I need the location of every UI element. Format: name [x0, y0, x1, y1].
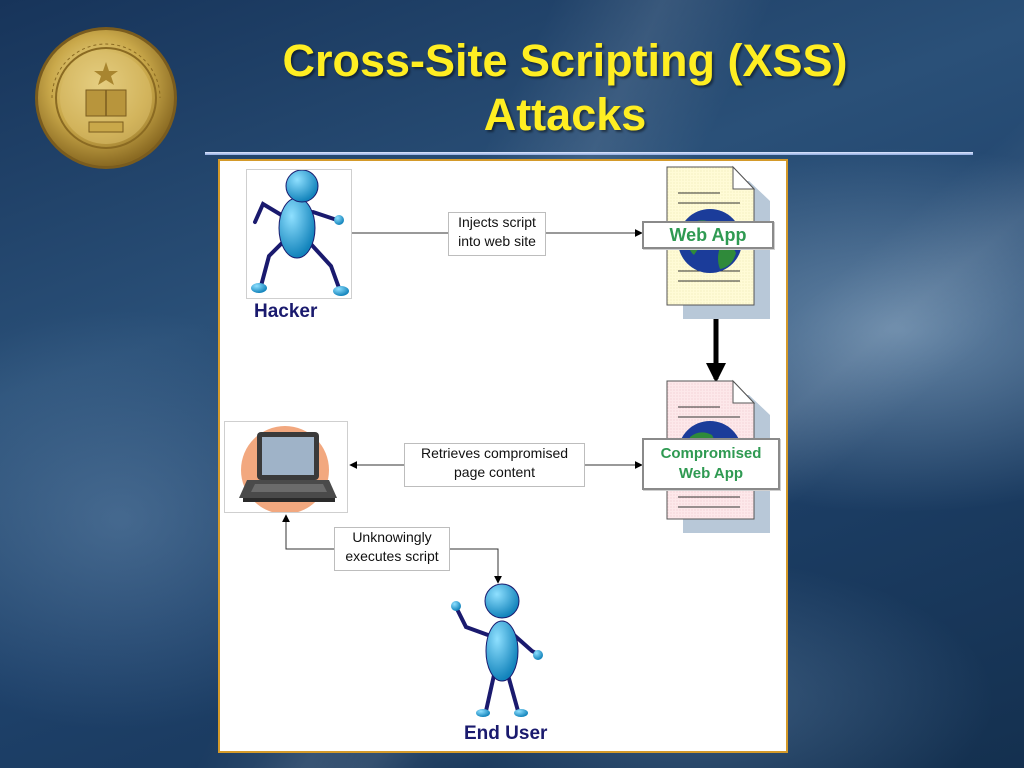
retrieve-note-line-1: Retrieves compromised	[420, 445, 569, 461]
inject-note-line-1: Injects script	[458, 214, 536, 230]
university-seal-icon	[35, 27, 177, 169]
execute-arrow-up	[282, 514, 334, 550]
inject-note-line-2: into web site	[458, 233, 536, 249]
laptop-frame	[224, 421, 348, 514]
hacker-label: Hacker	[254, 301, 318, 322]
retrieve-note-line-2: page content	[454, 464, 535, 480]
execute-arrow-down	[448, 548, 502, 584]
execute-note-line-1: Unknowingly	[352, 529, 432, 545]
inject-note: Injects script into web site	[448, 212, 546, 256]
compromised-web-app-tag: Compromised Web App	[642, 438, 780, 490]
execute-note: Unknowingly executes script	[334, 527, 450, 571]
web-app-tag: Web App	[642, 221, 774, 249]
execute-note-line-2: executes script	[345, 548, 439, 564]
person-icon	[451, 583, 543, 717]
title-line-1: Cross-Site Scripting (XSS)	[282, 35, 848, 86]
end-user-label: End User	[464, 723, 548, 744]
person-icon	[251, 169, 349, 296]
hacker-frame	[246, 169, 352, 299]
web-app-label: Web App	[669, 225, 747, 245]
title-divider	[205, 152, 973, 155]
diagram-panel: Hacker Injects script into web site Web …	[218, 159, 788, 753]
compromised-label-line-2: Web App	[678, 465, 744, 482]
compromised-label-line-1: Compromised	[660, 445, 762, 462]
retrieve-note: Retrieves compromised page content	[404, 443, 585, 487]
title-line-2: Attacks	[483, 89, 647, 140]
laptop-icon	[239, 426, 337, 514]
slide-title: Cross-Site Scripting (XSS) Attacks	[200, 34, 930, 142]
